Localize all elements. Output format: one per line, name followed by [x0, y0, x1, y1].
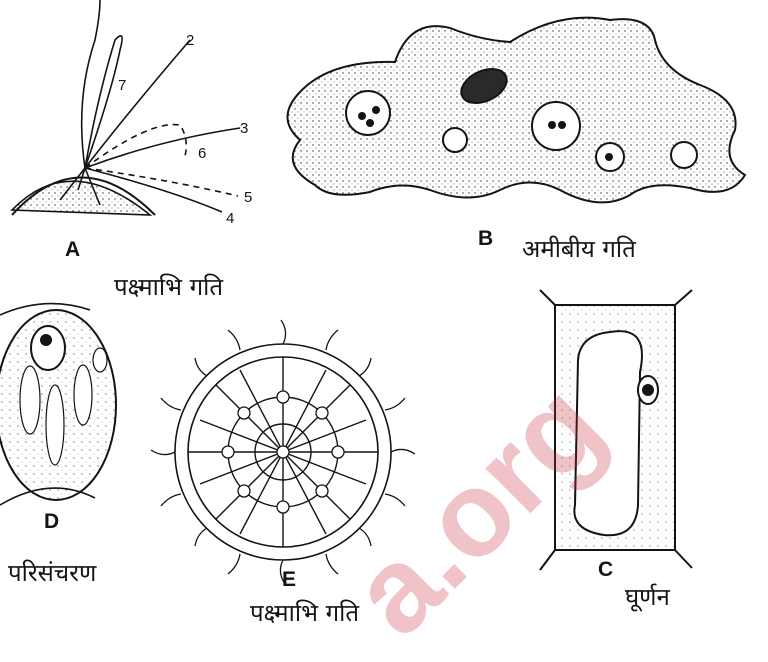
- cilium-stage-number-2: 2: [186, 32, 194, 49]
- panel-d-caption: परिसंचरण: [8, 556, 96, 589]
- panel-a-letter: A: [65, 238, 80, 262]
- figure-canvas: a.org A पक्ष्माभि गति 2 7 3 6 5 4 B अमीब…: [0, 0, 768, 633]
- panel-a-cilium-drawing: [12, 0, 240, 215]
- cilium-stage-number-4: 4: [226, 210, 234, 227]
- panel-b-letter: B: [478, 227, 493, 251]
- cilium-stage-number-5: 5: [244, 189, 252, 206]
- cilium-stage-number-7: 7: [118, 77, 126, 94]
- panel-a-caption: पक्ष्माभि गति: [114, 270, 223, 303]
- cilium-stage-number-6: 6: [198, 145, 206, 162]
- panel-d-letter: D: [44, 510, 59, 534]
- panel-c-caption: घूर्णन: [625, 580, 670, 613]
- panel-e-caption: पक्ष्माभि गति: [250, 596, 359, 629]
- panel-e-letter: E: [282, 568, 296, 592]
- cilium-stage-number-3: 3: [240, 120, 248, 137]
- panel-b-amoeba-drawing: [288, 18, 746, 203]
- panel-c-letter: C: [598, 558, 613, 582]
- panel-b-caption: अमीबीय गति: [522, 232, 636, 265]
- panel-d-cyclosis-cell-drawing: [0, 304, 116, 505]
